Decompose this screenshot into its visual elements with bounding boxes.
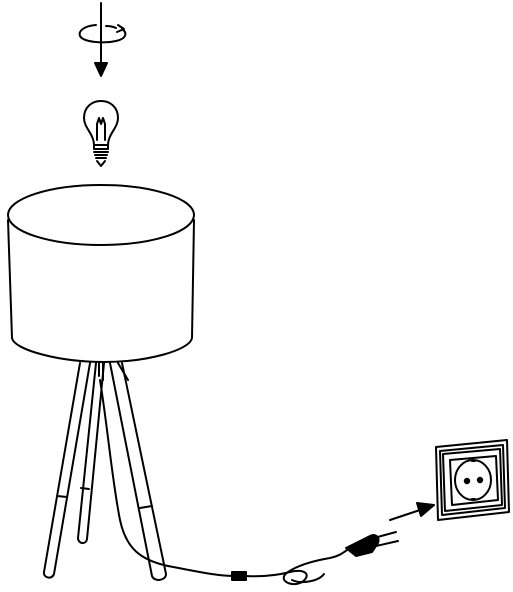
lamp-shade xyxy=(7,184,195,363)
light-bulb-icon xyxy=(83,100,119,167)
rotate-arrow-icon xyxy=(78,2,127,77)
tripod-legs xyxy=(42,361,169,581)
wall-socket-icon xyxy=(435,439,510,521)
plug-icon xyxy=(345,531,399,557)
insert-arrow-icon xyxy=(389,502,435,521)
power-cable xyxy=(167,547,351,586)
